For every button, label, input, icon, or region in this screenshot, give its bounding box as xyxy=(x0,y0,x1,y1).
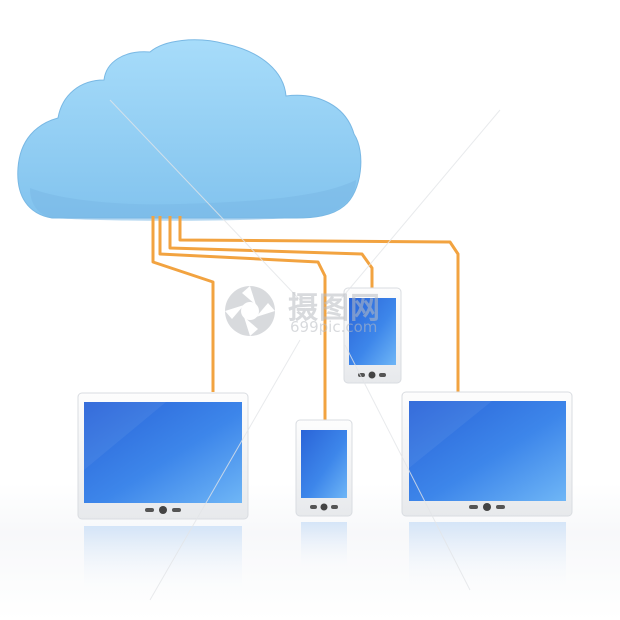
cloud-icon xyxy=(17,39,362,221)
watermark-logo-icon xyxy=(225,286,275,336)
device-reflections xyxy=(84,522,566,596)
watermark-title: 摄图网 xyxy=(288,291,381,326)
left-tablet xyxy=(77,392,249,520)
center-phone xyxy=(295,419,353,517)
right-tablet xyxy=(401,391,573,517)
watermark-lines xyxy=(109,99,501,601)
watermark-url: 699pic.com xyxy=(290,318,378,336)
connection-cables xyxy=(151,216,460,420)
watermark: 摄图网 699pic.com xyxy=(222,283,397,343)
